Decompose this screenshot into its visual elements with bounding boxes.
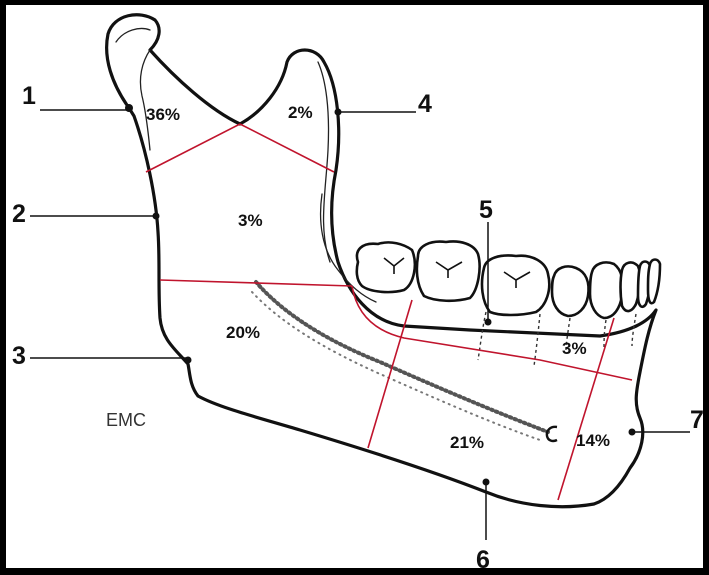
tooth-premolar-1 [590, 262, 623, 318]
emc-watermark: EMC [106, 410, 146, 430]
point-2 [153, 213, 160, 220]
region-symphysis-percent: 14% [576, 431, 610, 450]
callout-1: 1 [22, 82, 36, 110]
region-coronoid-percent: 2% [288, 103, 313, 122]
tooth-premolar-2 [552, 266, 589, 316]
region-ramus-percent: 3% [238, 211, 263, 230]
region-body-percent: 21% [450, 433, 484, 452]
callout-2: 2 [12, 200, 26, 228]
point-3 [185, 357, 192, 364]
callout-6: 6 [476, 546, 490, 574]
point-4 [335, 109, 342, 116]
callout-3: 3 [12, 342, 26, 370]
callout-5: 5 [479, 196, 493, 224]
point-1 [125, 104, 133, 112]
region-condyle-percent: 36% [146, 105, 180, 124]
callout-7: 7 [690, 406, 704, 434]
point-6 [483, 479, 490, 486]
region-angle-percent: 20% [226, 323, 260, 342]
callout-4: 4 [418, 90, 432, 118]
region-alveolar-percent: 3% [562, 339, 587, 358]
tooth-molar-3 [357, 242, 415, 292]
point-5 [485, 319, 492, 326]
point-7 [629, 429, 636, 436]
